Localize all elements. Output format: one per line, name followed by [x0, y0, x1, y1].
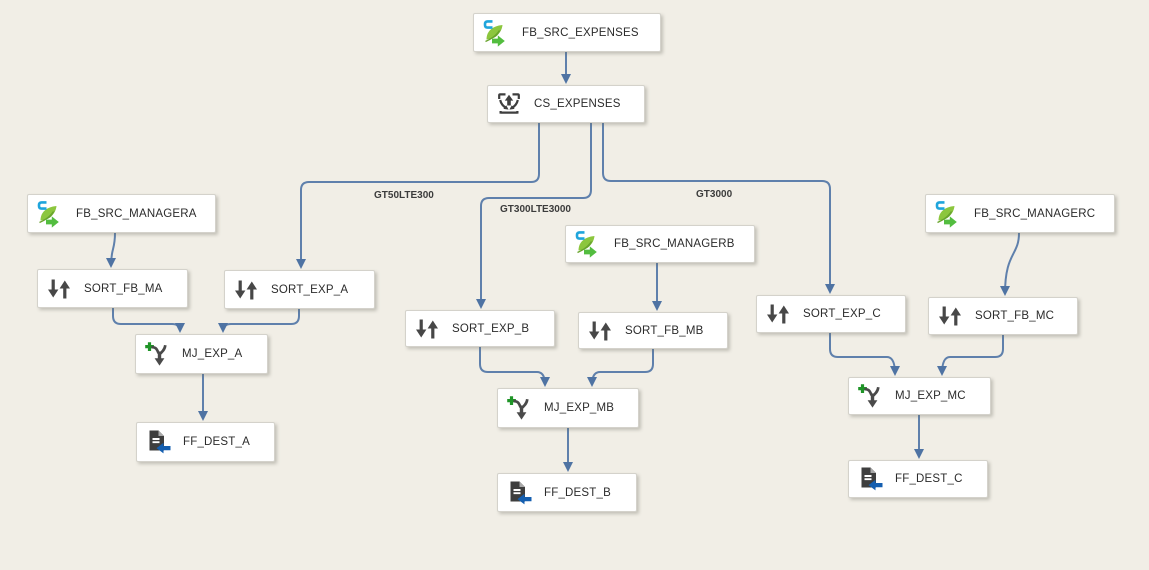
connector-sort-exp-a-mj-exp-a[interactable]	[218, 309, 300, 333]
node-sort-fb-mb[interactable]: SORT_FB_MB	[578, 312, 728, 349]
node-label: SORT_EXP_A	[271, 283, 349, 296]
connector-fb-src-managerc-sort-fb-mc[interactable]	[1000, 232, 1020, 296]
node-label: CS_EXPENSES	[534, 98, 621, 110]
node-label: FF_DEST_C	[895, 473, 963, 485]
node-sort-exp-b[interactable]: SORT_EXP_B	[405, 310, 555, 347]
node-mj-exp-a[interactable]: MJ_EXP_A	[135, 334, 268, 374]
node-label: MJ_EXP_MB	[544, 402, 615, 414]
node-label: MJ_EXP_A	[182, 348, 243, 360]
sort-icon	[587, 318, 613, 344]
sort-icon	[765, 301, 791, 327]
sort-icon	[46, 276, 72, 302]
flat-file-destination-icon	[857, 466, 883, 492]
source-icon	[36, 200, 64, 228]
node-fb-src-managera[interactable]: FB_SRC_MANAGERA	[27, 194, 216, 233]
node-label: SORT_EXP_C	[803, 308, 881, 320]
source-icon	[934, 200, 962, 228]
node-label: FF_DEST_A	[183, 436, 250, 448]
node-cs-expenses[interactable]: CS_EXPENSES	[487, 85, 645, 123]
source-icon	[482, 19, 510, 47]
node-mj-exp-mc[interactable]: MJ_EXP_MC	[848, 377, 991, 415]
connector-sort-exp-c-mj-exp-mc[interactable]	[829, 333, 900, 376]
node-fb-src-expenses[interactable]: FB_SRC_EXPENSES	[473, 13, 661, 52]
node-mj-exp-mb[interactable]: MJ_EXP_MB	[497, 388, 639, 428]
node-label: FF_DEST_B	[544, 486, 611, 499]
flat-file-destination-icon	[145, 429, 171, 455]
node-label: SORT_FB_MA	[84, 282, 163, 295]
node-sort-exp-c[interactable]: SORT_EXP_C	[756, 295, 906, 333]
node-ff-dest-a[interactable]: FF_DEST_A	[136, 422, 275, 462]
flat-file-destination-icon	[506, 480, 532, 506]
conditional-split-icon	[496, 91, 522, 117]
node-label: FB_SRC_MANAGERA	[76, 207, 197, 220]
connector-sort-fb-mb-mj-exp-mb[interactable]	[587, 349, 654, 387]
node-label: FB_SRC_MANAGERB	[614, 238, 735, 250]
node-ff-dest-c[interactable]: FF_DEST_C	[848, 460, 988, 498]
node-sort-fb-mc[interactable]: SORT_FB_MC	[928, 297, 1078, 335]
merge-join-icon	[857, 383, 883, 409]
connector-sort-fb-ma-mj-exp-a[interactable]	[112, 308, 185, 333]
node-label: SORT_EXP_B	[452, 322, 530, 335]
node-label: FB_SRC_MANAGERC	[974, 207, 1096, 220]
node-label: SORT_FB_MC	[975, 310, 1055, 322]
merge-join-icon	[144, 341, 170, 367]
node-label: FB_SRC_EXPENSES	[522, 26, 639, 39]
connector-fb-src-managera-sort-fb-ma[interactable]	[106, 232, 117, 268]
sort-icon	[414, 316, 440, 342]
node-label: SORT_FB_MB	[625, 324, 704, 337]
connector-sort-fb-mc-mj-exp-mc[interactable]	[937, 335, 1004, 376]
connector-label-gt3000: GT3000	[696, 189, 733, 200]
source-icon	[574, 230, 602, 258]
connector-cs-expenses-sort-exp-c[interactable]	[602, 123, 835, 294]
connector-label-gt300lte3000: GT300LTE3000	[500, 204, 571, 215]
node-fb-src-managerb[interactable]: FB_SRC_MANAGERB	[565, 225, 755, 263]
sort-icon	[937, 303, 963, 329]
node-ff-dest-b[interactable]: FF_DEST_B	[497, 473, 637, 512]
node-fb-src-managerc[interactable]: FB_SRC_MANAGERC	[925, 194, 1115, 233]
node-sort-exp-a[interactable]: SORT_EXP_A	[224, 270, 375, 309]
merge-join-icon	[506, 395, 532, 421]
connector-sort-exp-b-mj-exp-mb[interactable]	[479, 347, 550, 387]
node-sort-fb-ma[interactable]: SORT_FB_MA	[37, 269, 188, 308]
connector-cs-expenses-sort-exp-a[interactable]	[296, 123, 540, 269]
node-label: MJ_EXP_MC	[895, 390, 966, 402]
connector-label-gt50lte300: GT50LTE300	[374, 190, 434, 201]
sort-icon	[233, 277, 259, 303]
connector-cs-expenses-sort-exp-b[interactable]	[476, 123, 592, 309]
